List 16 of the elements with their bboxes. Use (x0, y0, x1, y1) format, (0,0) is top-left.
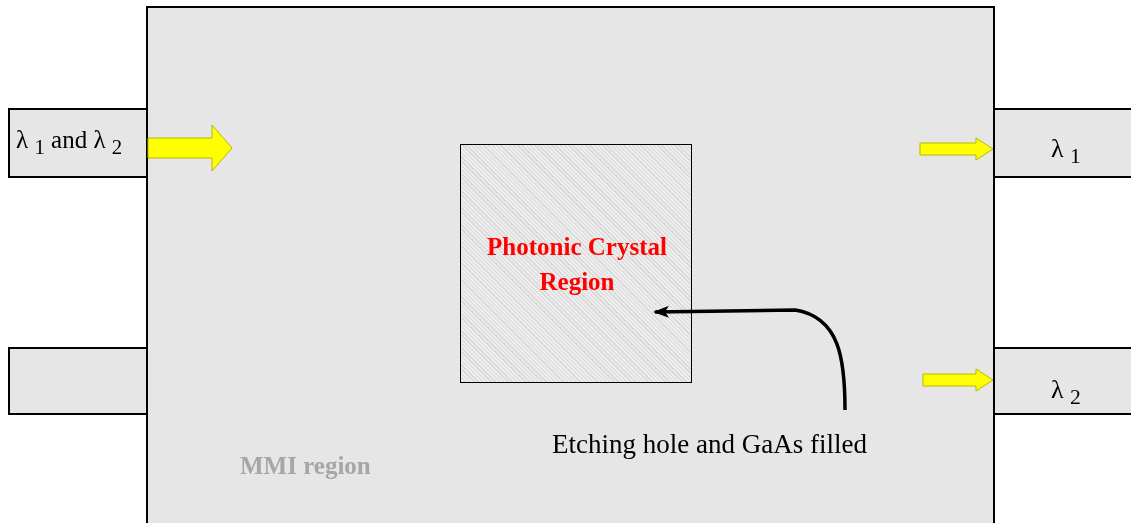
block-arrow (922, 368, 994, 392)
input-waveguide (8, 347, 148, 415)
annotation-text: Etching hole and GaAs filled (552, 429, 932, 463)
leader-arrow (653, 305, 847, 410)
region-label: Photonic Crystal Region (486, 232, 668, 297)
block-arrow (919, 137, 994, 161)
mmi-region-box (146, 6, 995, 523)
wavelength-label: λ $_{2}$ (1051, 375, 1081, 411)
block-arrow (147, 124, 233, 172)
region-label: MMI region (240, 452, 371, 480)
output-waveguide (993, 347, 1131, 415)
output-waveguide (993, 108, 1131, 178)
photonic-crystal-region (460, 144, 692, 383)
wavelength-label: λ $_{1}$ (1051, 134, 1081, 170)
input-waveguide (8, 108, 148, 178)
wavelength-label: λ $_{1}$ and λ $_{2}$ (16, 126, 123, 160)
